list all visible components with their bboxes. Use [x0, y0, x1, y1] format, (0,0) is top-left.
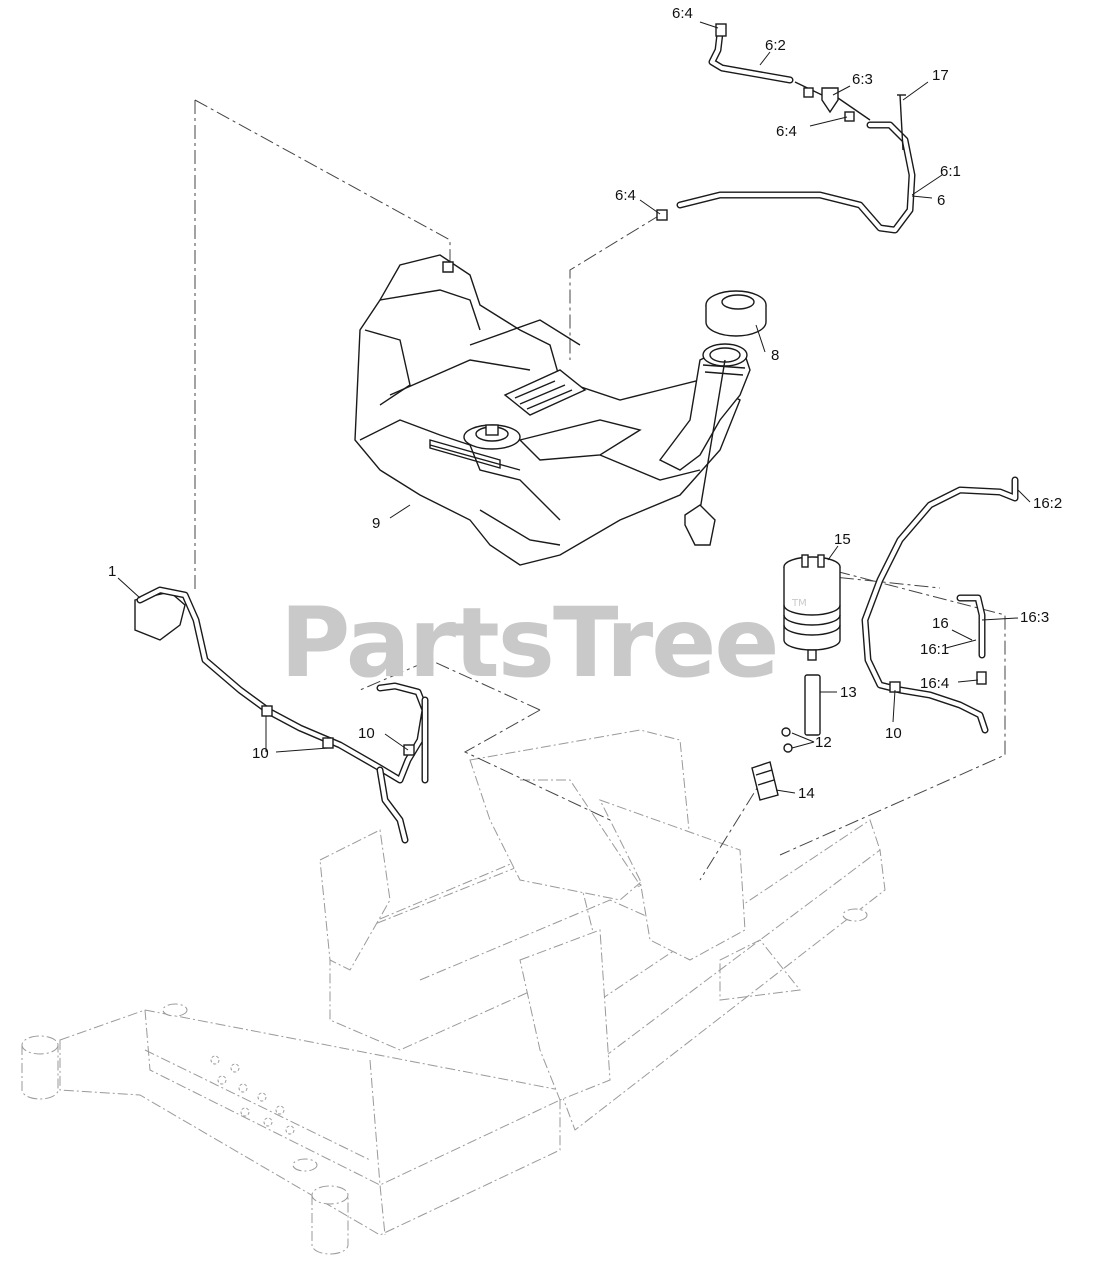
callout-9: 9	[372, 515, 380, 532]
callout-10-left: 10	[252, 745, 269, 762]
callout-6-4-left: 6:4	[615, 187, 636, 204]
callout-16: 16	[932, 615, 949, 632]
callout-17: 17	[932, 67, 949, 84]
callout-16-2: 16:2	[1033, 495, 1062, 512]
callout-16-1: 16:1	[920, 641, 949, 658]
fuel-hose-left	[134, 586, 429, 844]
callout-14: 14	[798, 785, 815, 802]
callout-6-2: 6:2	[765, 37, 786, 54]
callout-13: 13	[840, 684, 857, 701]
callout-6-4-top: 6:4	[672, 5, 693, 22]
mounting-bracket	[751, 761, 779, 801]
charcoal-canister	[783, 554, 841, 661]
mower-frame	[21, 729, 886, 1255]
canister-hose	[804, 674, 821, 736]
leader-lines	[117, 21, 1031, 794]
callout-16-3: 16:3	[1020, 609, 1049, 626]
callout-6: 6	[937, 192, 945, 209]
callout-6-1: 6:1	[940, 163, 961, 180]
callout-1: 1	[108, 563, 116, 580]
partstree-watermark: PartsTree TM	[280, 587, 807, 699]
svg-text:TM: TM	[791, 598, 807, 609]
callout-16-4: 16:4	[920, 675, 949, 692]
callout-10-mid: 10	[358, 725, 375, 742]
callout-12: 12	[815, 734, 832, 751]
callout-10-right: 10	[885, 725, 902, 742]
callout-6-4-mid: 6:4	[776, 123, 797, 140]
fuel-tank	[354, 254, 767, 566]
callout-15: 15	[834, 531, 851, 548]
screws	[781, 727, 793, 753]
svg-text:PartsTree: PartsTree	[280, 587, 777, 699]
callout-labels: 6:4 6:2 6:3 17 6:4 6:1 6 6:4 8 9 16:2 15…	[108, 5, 1062, 802]
callout-8: 8	[771, 347, 779, 364]
vent-hose-right	[861, 476, 1019, 734]
callout-6-3: 6:3	[852, 71, 873, 88]
